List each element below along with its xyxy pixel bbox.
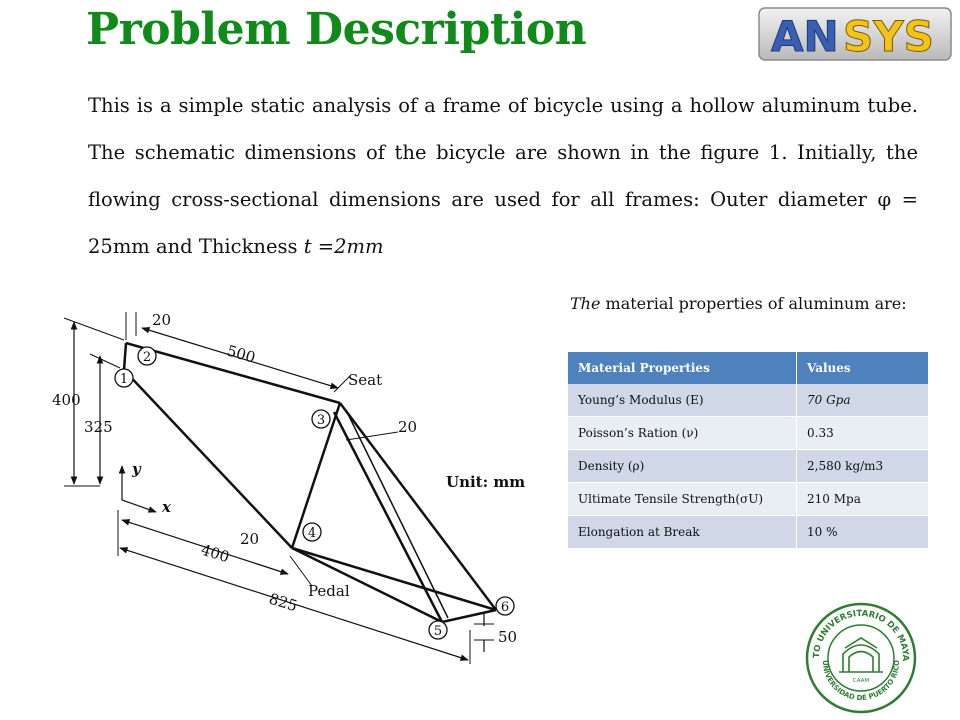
slide-title: Problem Description bbox=[86, 4, 587, 55]
cell-value: 0.33 bbox=[796, 416, 929, 450]
cell-value: 2,580 kg/m3 bbox=[796, 449, 929, 483]
paragraph-text: This is a simple static analysis of a fr… bbox=[88, 94, 918, 258]
member-1-2 bbox=[122, 342, 128, 371]
table-header-row: Material Properties Values bbox=[568, 352, 929, 384]
axis-x-line bbox=[121, 499, 157, 513]
cell-value: 10 % bbox=[796, 515, 929, 549]
node-circle-5 bbox=[428, 620, 448, 640]
dim-ext-500-right bbox=[333, 375, 351, 393]
cell-value: 210 Mpa bbox=[796, 482, 929, 516]
label-unit: Unit: mm bbox=[446, 473, 525, 491]
node-label-4: 4 bbox=[308, 526, 316, 541]
node-label-5: 5 bbox=[434, 624, 442, 639]
label-pedal: Pedal bbox=[308, 582, 350, 600]
caption-rest: material properties of aluminum are: bbox=[600, 294, 907, 313]
university-seal: RECINTO UNIVERSITARIO DE MAYAGÜEZ UNIVER… bbox=[805, 602, 917, 714]
dim-400: 400 bbox=[52, 391, 81, 409]
bicycle-frame-figure: 2 1 3 4 5 6 20 500 400 325 20 20 400 825… bbox=[52, 311, 525, 664]
member-1-4 bbox=[123, 369, 293, 549]
node-label-6: 6 bbox=[501, 600, 509, 615]
cell-property: Young’s Modulus (E) bbox=[568, 384, 797, 417]
table-row: Ultimate Tensile Strength(σU) 210 Mpa bbox=[568, 482, 929, 516]
node-label-1: 1 bbox=[120, 372, 128, 387]
header-values: Values bbox=[796, 352, 929, 384]
node-circle-3 bbox=[311, 409, 331, 429]
node-circle-1 bbox=[114, 368, 134, 388]
dim-400-bottom: 400 bbox=[199, 541, 232, 567]
dim-20-top: 20 bbox=[152, 311, 171, 329]
node-circle-2 bbox=[137, 346, 157, 366]
dim-ext-bottom bbox=[117, 510, 471, 664]
cell-property: Poisson’s Ration (ν) bbox=[568, 416, 797, 450]
material-properties-table: Material Properties Values Young’s Modul… bbox=[568, 352, 929, 549]
seal-arch-icon bbox=[839, 637, 883, 673]
member-3-6 bbox=[339, 402, 497, 611]
cell-property: Density (ρ) bbox=[568, 449, 797, 483]
cell-property: Ultimate Tensile Strength(σU) bbox=[568, 482, 797, 516]
table-row: Elongation at Break 10 % bbox=[568, 515, 929, 549]
dim-500: 500 bbox=[225, 342, 257, 367]
header-property: Material Properties bbox=[568, 352, 797, 384]
member-5-6 bbox=[441, 608, 497, 624]
node-circle-6 bbox=[495, 596, 515, 616]
dim-825: 825 bbox=[267, 590, 300, 616]
logo-text-sys: SYS bbox=[843, 12, 934, 61]
table-row: Poisson’s Ration (ν) 0.33 bbox=[568, 416, 929, 450]
table-row: Young’s Modulus (E) 70 Gpa bbox=[568, 384, 929, 417]
node-circle-4 bbox=[302, 522, 322, 542]
caption-italic: The bbox=[570, 294, 601, 313]
dim-ext-20-top bbox=[125, 312, 137, 340]
node-label-3: 3 bbox=[317, 413, 325, 428]
dim-ext-325 bbox=[89, 353, 121, 369]
dim-20-left: 20 bbox=[240, 530, 259, 548]
dim-line-825 bbox=[119, 547, 469, 661]
dim-20-mid: 20 bbox=[398, 418, 417, 436]
dim-50: 50 bbox=[498, 628, 517, 646]
dim-line-500 bbox=[141, 327, 339, 389]
cell-value: 70 Gpa bbox=[796, 384, 929, 417]
member-3-4 bbox=[290, 402, 342, 549]
dim-ext-400-top bbox=[63, 317, 125, 341]
dim-325: 325 bbox=[84, 418, 113, 436]
member-4-6 bbox=[291, 546, 497, 612]
axis-x-label: x bbox=[161, 498, 172, 516]
problem-paragraph: This is a simple static analysis of a fr… bbox=[88, 82, 918, 270]
dim-line-20-mid bbox=[345, 431, 399, 441]
cell-property: Elongation at Break bbox=[568, 515, 797, 549]
axis-y-label: y bbox=[131, 460, 142, 478]
seal-center-text: CAAM bbox=[853, 678, 870, 684]
logo-text-an: AN bbox=[771, 12, 839, 61]
node-label-2: 2 bbox=[143, 350, 151, 365]
ansys-logo: AN SYS bbox=[758, 7, 952, 62]
label-seat: Seat bbox=[348, 371, 382, 389]
member-3-5-inner bbox=[345, 409, 449, 619]
dim-ext-50 bbox=[474, 623, 494, 641]
material-caption: The material properties of aluminum are: bbox=[570, 294, 907, 313]
table-row: Density (ρ) 2,580 kg/m3 bbox=[568, 449, 929, 483]
thickness-value: t =2mm bbox=[303, 235, 384, 258]
